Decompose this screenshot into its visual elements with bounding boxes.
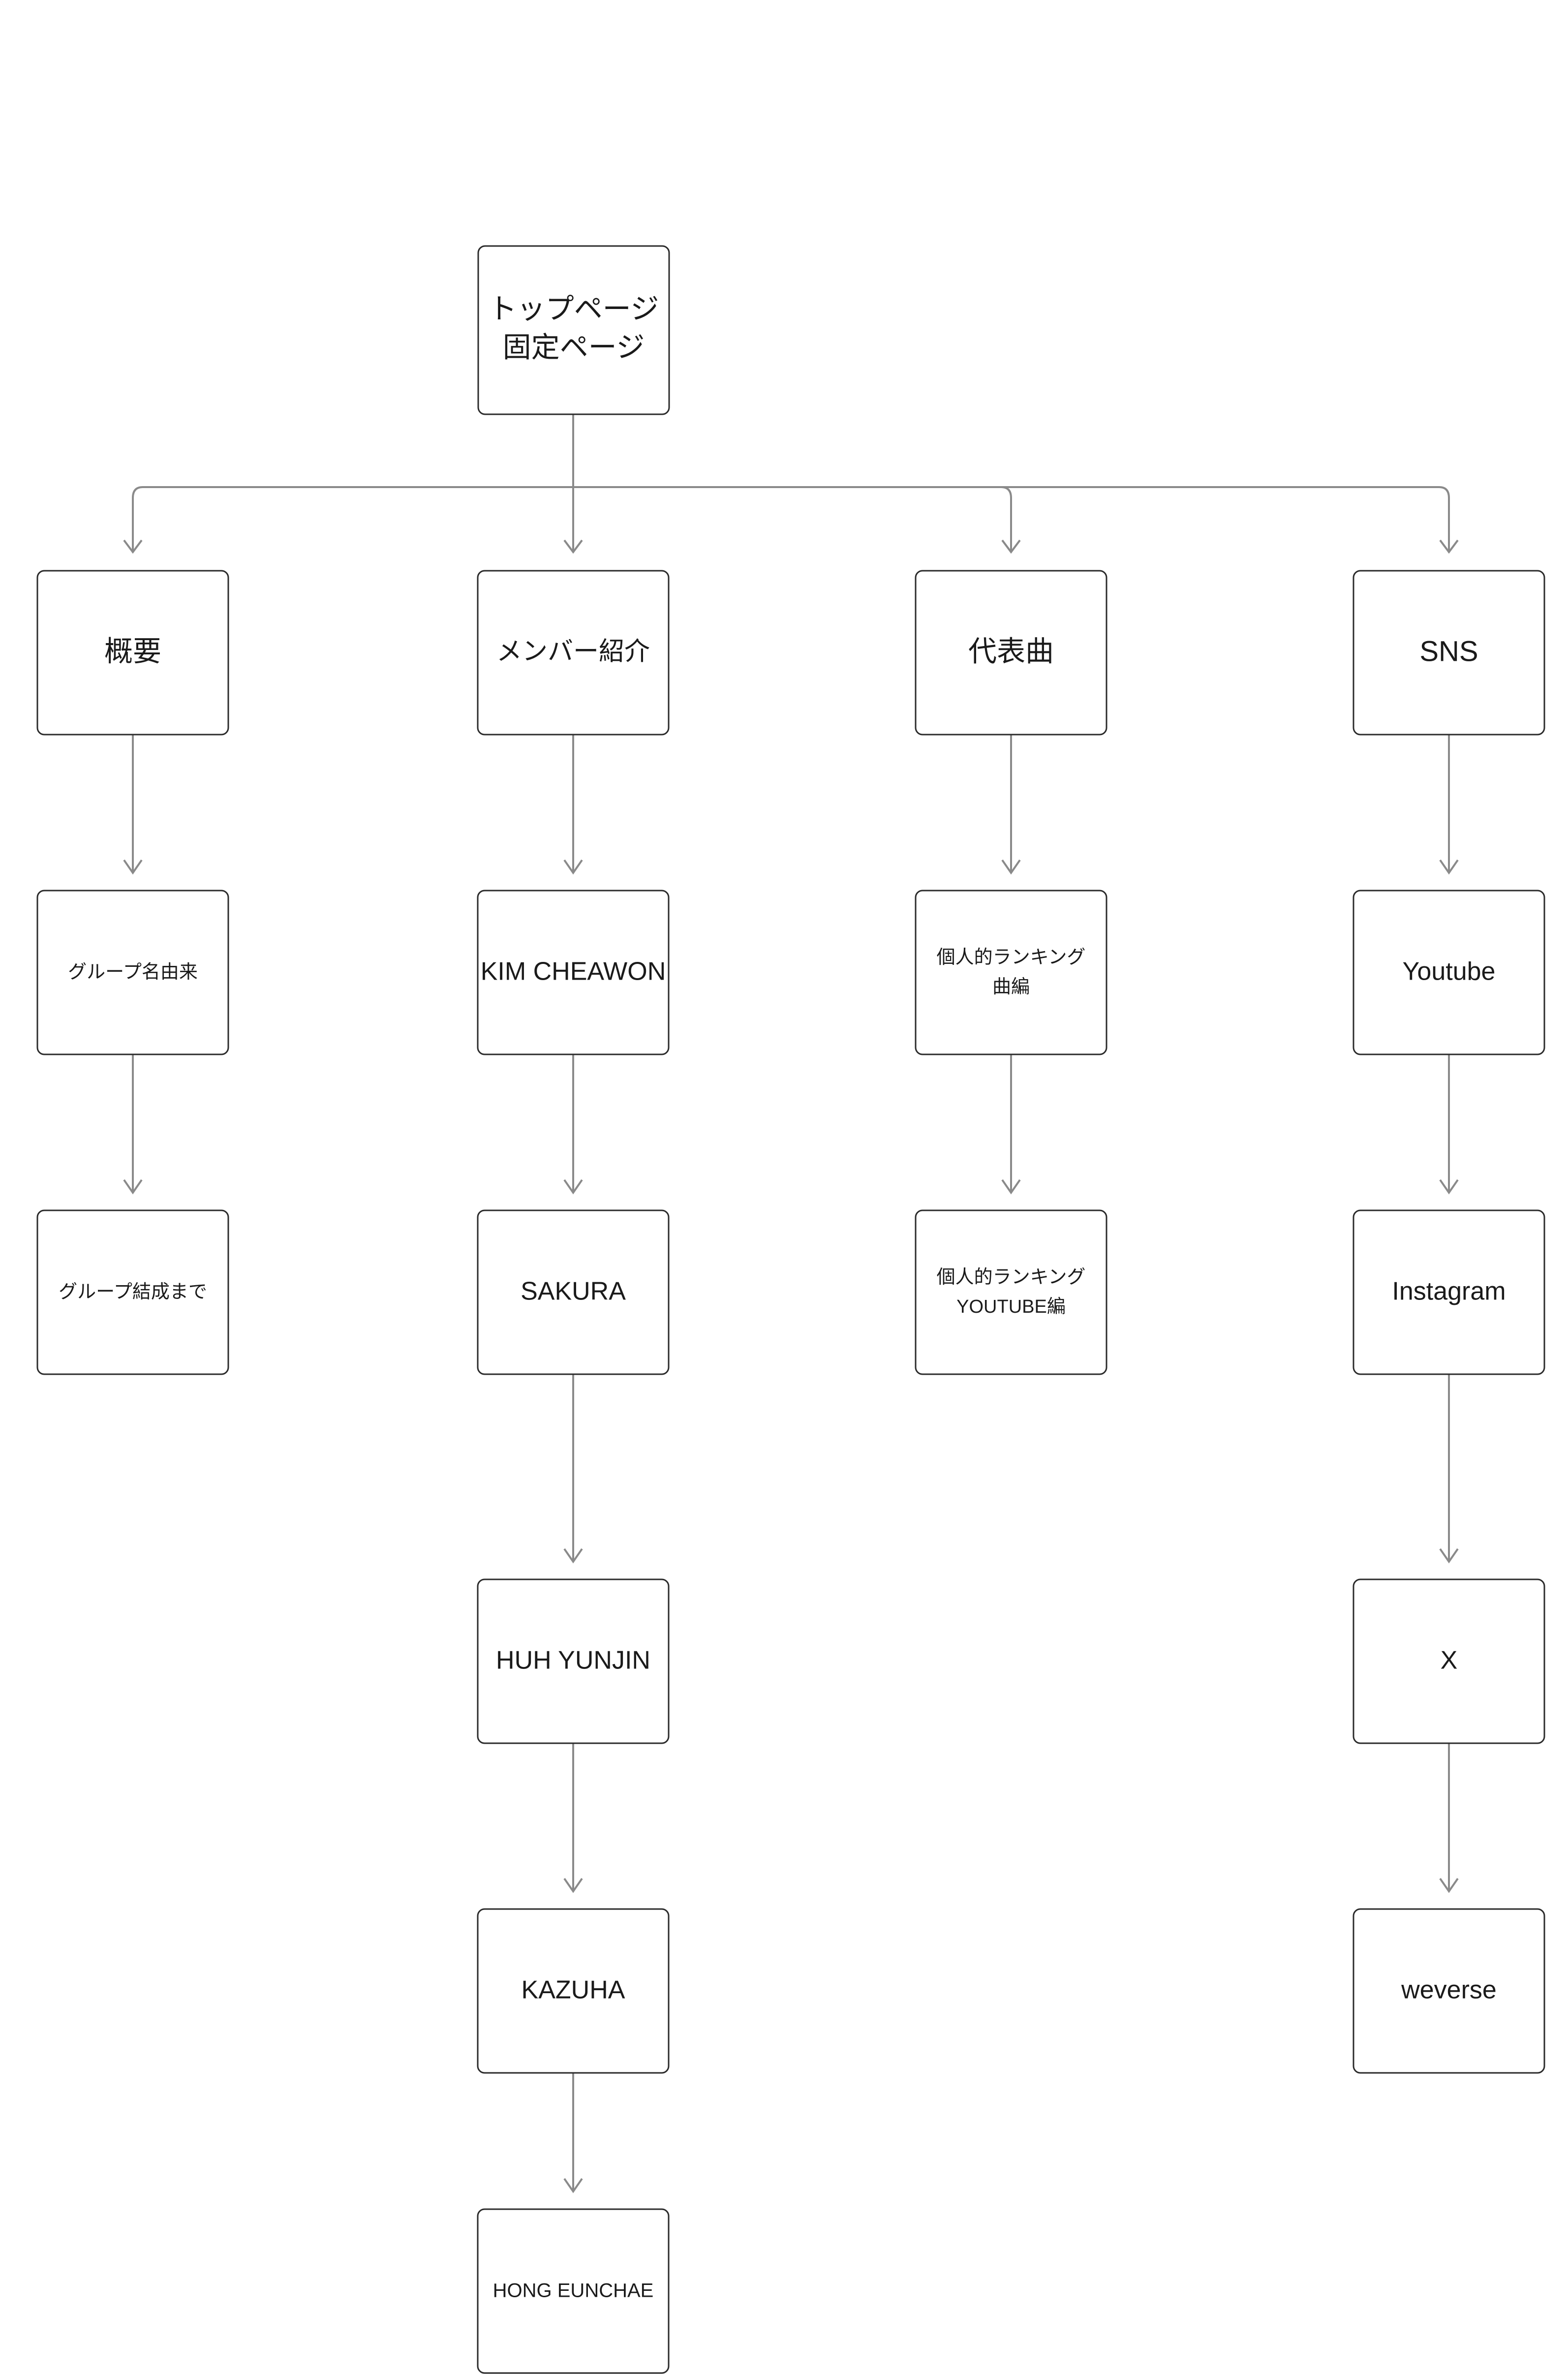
arrowhead-ranking-songs bbox=[1001, 859, 1021, 875]
node-root-label-line1: トップページ bbox=[489, 293, 659, 325]
node-ranking-songs-label-line2: 曲編 bbox=[992, 977, 1030, 997]
arrowhead-kazuha bbox=[563, 1878, 583, 1893]
node-ranking-songs[interactable]: 個人的ランキング 曲編 bbox=[915, 890, 1107, 1055]
arrowhead-sns bbox=[1439, 539, 1459, 554]
arrowhead-member-intro bbox=[563, 539, 583, 554]
node-signature-songs[interactable]: 代表曲 bbox=[915, 570, 1107, 736]
node-group-name-origin[interactable]: グループ名由来 bbox=[36, 890, 229, 1055]
node-ranking-youtube-label-line1: 個人的ランキング bbox=[937, 1267, 1086, 1288]
node-signature-songs-label: 代表曲 bbox=[968, 635, 1054, 667]
node-sns-instagram-box[interactable] bbox=[1353, 1209, 1545, 1375]
arrowhead-sns-x bbox=[1439, 1548, 1459, 1564]
node-root[interactable]: トップページ 固定ページ bbox=[477, 245, 670, 415]
node-member-intro[interactable]: メンバー紹介 bbox=[477, 570, 670, 736]
edge-layer bbox=[123, 414, 1459, 2193]
node-sns-youtube-label: Youtube bbox=[1403, 957, 1496, 986]
arrowhead-songs bbox=[1001, 539, 1021, 554]
arrowhead-ranking-youtube bbox=[1001, 1179, 1021, 1195]
node-member-kazuha-label: KAZUHA bbox=[522, 1976, 625, 2004]
node-group-name-origin-box[interactable] bbox=[36, 890, 229, 1055]
node-member-sakura-label: SAKURA bbox=[521, 1277, 626, 1306]
node-sns-instagram[interactable]: Instagram bbox=[1353, 1209, 1545, 1375]
arrowhead-sns-youtube bbox=[1439, 859, 1459, 875]
node-member-sakura-box[interactable] bbox=[477, 1209, 670, 1375]
node-sns-box[interactable] bbox=[1353, 570, 1545, 736]
node-signature-songs-box[interactable] bbox=[915, 570, 1107, 736]
node-member-kim-cheawon-label: KIM CHEAWON bbox=[481, 957, 666, 986]
node-ranking-songs-label-line1: 個人的ランキング bbox=[937, 947, 1086, 968]
node-member-huh-yunjin-box[interactable] bbox=[477, 1578, 670, 1744]
arrowhead-formation bbox=[123, 1179, 143, 1195]
node-member-intro-box[interactable] bbox=[477, 570, 670, 736]
node-overview[interactable]: 概要 bbox=[36, 570, 229, 736]
node-until-group-formation-box[interactable] bbox=[36, 1209, 229, 1375]
arrowhead-overview bbox=[123, 539, 143, 554]
edge-root-bus-left bbox=[132, 486, 573, 551]
node-sns-weverse[interactable]: weverse bbox=[1353, 1908, 1545, 2074]
node-member-huh-yunjin[interactable]: HUH YUNJIN bbox=[477, 1578, 670, 1744]
node-ranking-youtube-box[interactable] bbox=[915, 1209, 1107, 1375]
node-sns-instagram-label: Instagram bbox=[1392, 1277, 1506, 1306]
arrowhead-sns-instagram bbox=[1439, 1179, 1459, 1195]
node-sns-youtube-box[interactable] bbox=[1353, 890, 1545, 1055]
node-ranking-songs-box[interactable] bbox=[915, 890, 1107, 1055]
node-sns-x-box[interactable] bbox=[1353, 1578, 1545, 1744]
node-member-hong-eunchae[interactable]: HONG EUNCHAE bbox=[477, 2208, 670, 2374]
arrowhead-origin bbox=[123, 859, 143, 875]
node-root-box[interactable] bbox=[477, 245, 670, 415]
node-until-group-formation[interactable]: グループ結成まで bbox=[36, 1209, 229, 1375]
node-group-name-origin-label: グループ名由来 bbox=[68, 962, 198, 983]
node-member-kim-cheawon[interactable]: KIM CHEAWON bbox=[477, 890, 670, 1055]
arrowhead-cheawon bbox=[563, 859, 583, 875]
node-sns-weverse-box[interactable] bbox=[1353, 1908, 1545, 2074]
node-member-hong-eunchae-label: HONG EUNCHAE bbox=[493, 2280, 654, 2302]
node-overview-box[interactable] bbox=[36, 570, 229, 736]
node-ranking-youtube[interactable]: 個人的ランキング YOUTUBE編 bbox=[915, 1209, 1107, 1375]
node-member-kazuha[interactable]: KAZUHA bbox=[477, 1908, 670, 2074]
node-member-intro-label: メンバー紹介 bbox=[496, 638, 650, 666]
arrowhead-eunchae bbox=[563, 2178, 583, 2193]
edge-root-bus-songs bbox=[573, 486, 1012, 551]
node-root-label-line2: 固定ページ bbox=[503, 331, 645, 363]
node-overview-label: 概要 bbox=[104, 635, 161, 667]
node-ranking-youtube-label-line2: YOUTUBE編 bbox=[956, 1296, 1066, 1317]
node-sns-x[interactable]: X bbox=[1353, 1578, 1545, 1744]
arrowhead-sakura bbox=[563, 1179, 583, 1195]
node-member-kazuha-box[interactable] bbox=[477, 1908, 670, 2074]
node-member-kim-cheawon-box[interactable] bbox=[477, 890, 670, 1055]
node-member-sakura[interactable]: SAKURA bbox=[477, 1209, 670, 1375]
edge-root-bus-right bbox=[573, 486, 1450, 551]
arrowhead-yunjin bbox=[563, 1548, 583, 1564]
node-sns-x-label: X bbox=[1441, 1646, 1458, 1675]
node-until-group-formation-label: グループ結成まで bbox=[59, 1282, 207, 1302]
node-sns-weverse-label: weverse bbox=[1401, 1976, 1497, 2004]
node-sns-youtube[interactable]: Youtube bbox=[1353, 890, 1545, 1055]
node-sns[interactable]: SNS bbox=[1353, 570, 1545, 736]
node-sns-label: SNS bbox=[1419, 635, 1478, 667]
node-member-huh-yunjin-label: HUH YUNJIN bbox=[496, 1646, 650, 1675]
arrowhead-sns-weverse bbox=[1439, 1878, 1459, 1893]
node-member-hong-eunchae-box[interactable] bbox=[477, 2208, 670, 2374]
